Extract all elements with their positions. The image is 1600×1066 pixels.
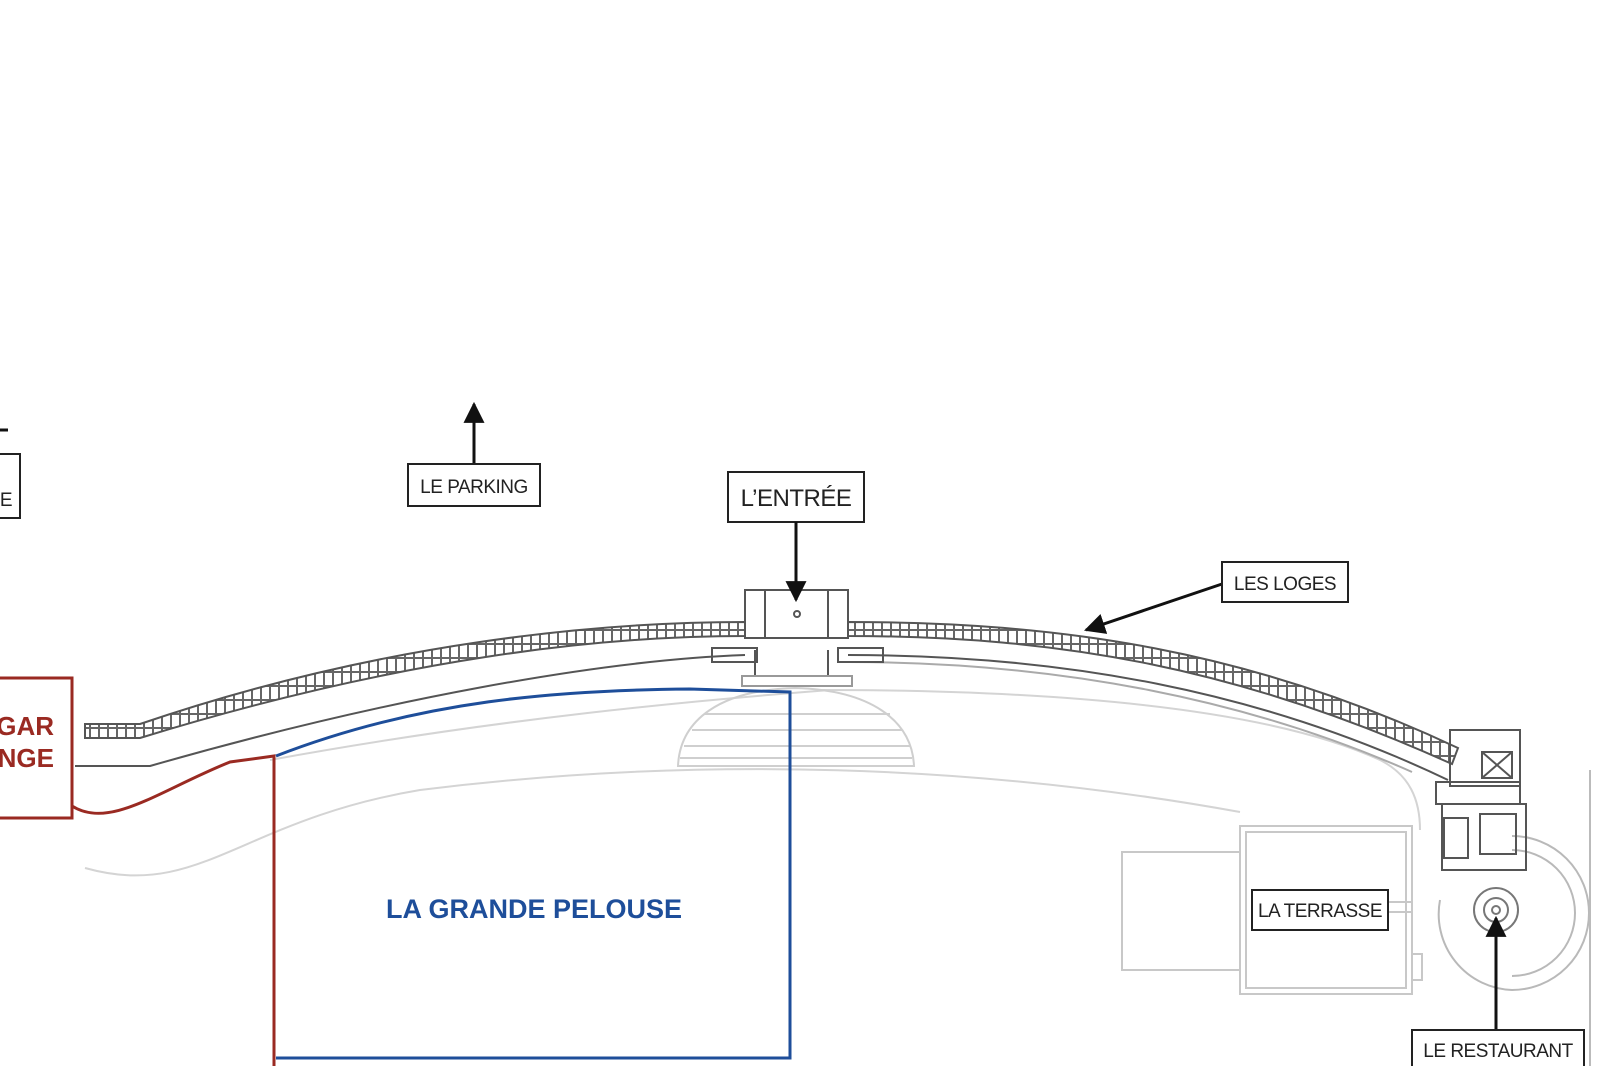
stand-end-building (1435, 729, 1527, 871)
cigar-lounge-label-line2: NGE (0, 743, 54, 773)
callout-loges[interactable]: LES LOGES (1084, 561, 1349, 634)
restaurant-label: LE RESTAURANT (1423, 1041, 1573, 1062)
entree-label: L’ENTRÉE (741, 485, 852, 512)
entrance-structure (711, 589, 884, 687)
partial-label-box: E (0, 428, 21, 519)
grande-pelouse-zone[interactable]: LA GRANDE PELOUSE (275, 687, 792, 1060)
grandstand (75, 620, 1460, 781)
callout-parking[interactable]: LE PARKING (407, 401, 541, 507)
partial-label-text: E (0, 490, 12, 511)
callout-restaurant[interactable]: LE RESTAURANT (1411, 915, 1585, 1066)
loges-label: LES LOGES (1234, 574, 1336, 595)
cigar-lounge-label-line1: GAR (0, 711, 54, 741)
parking-label: LE PARKING (420, 477, 528, 498)
terrasse-label: LA TERRASSE (1258, 901, 1382, 922)
cigar-lounge-zone[interactable]: GAR NGE (0, 676, 276, 1066)
terrace-building (1121, 825, 1423, 995)
grande-pelouse-label: LA GRANDE PELOUSE (386, 894, 682, 924)
stage-dome (676, 686, 916, 767)
callout-entree[interactable]: L’ENTRÉE (727, 471, 865, 603)
loges-arrow (1084, 582, 1223, 634)
restaurant-building (1437, 770, 1591, 1066)
field-outline (84, 689, 1421, 877)
callout-terrasse[interactable]: LA TERRASSE (1251, 889, 1389, 931)
